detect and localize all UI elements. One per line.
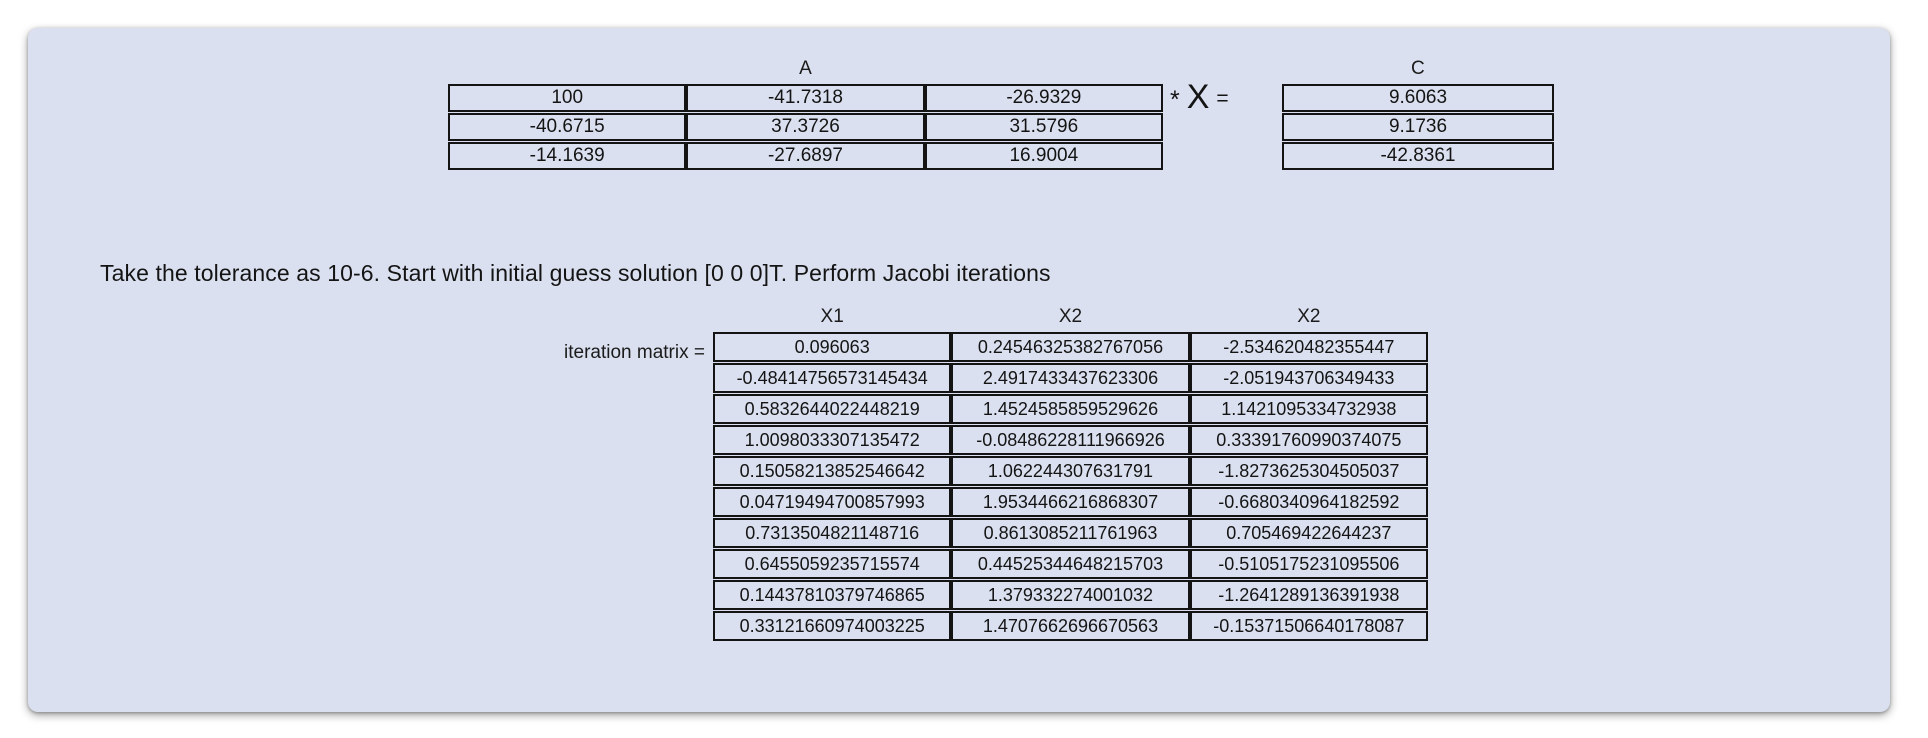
- iteration-cell: -0.08486228111966926: [951, 425, 1190, 455]
- matrix-a-block: A 100 -41.7318 -26.9329 -40.6715 37.3726…: [448, 58, 1163, 171]
- iteration-matrix-table: 0.096063 0.24546325382767056 -2.53462048…: [713, 331, 1428, 642]
- iteration-cell: 0.7313504821148716: [713, 518, 952, 548]
- matrix-c-cell: 9.1736: [1282, 113, 1554, 141]
- table-row: 0.6455059235715574 0.44525344648215703 -…: [713, 549, 1428, 579]
- matrix-a-cell: -27.6897: [686, 142, 925, 170]
- iteration-cell: -1.2641289136391938: [1189, 580, 1428, 610]
- iteration-cell: 0.33391760990374075: [1189, 425, 1428, 455]
- table-row: 1.0098033307135472 -0.08486228111966926 …: [713, 425, 1428, 455]
- equals-operator: =: [1216, 87, 1229, 110]
- table-row: -14.1639 -27.6897 16.9004: [448, 142, 1163, 170]
- matrix-a-cell: -14.1639: [448, 142, 687, 170]
- iteration-cell: 0.15058213852546642: [713, 456, 952, 486]
- iteration-cell: 1.4524585859529626: [951, 394, 1190, 424]
- iteration-cell: 1.0098033307135472: [713, 425, 952, 455]
- iteration-cell: -0.15371506640178087: [1189, 611, 1428, 641]
- iteration-cell: 1.4707662696670563: [951, 611, 1190, 641]
- table-row: 9.1736: [1282, 113, 1554, 141]
- multiply-operator: *: [1170, 86, 1180, 114]
- table-row: 0.04719494700857993 1.9534466216868307 -…: [713, 487, 1428, 517]
- matrix-a-cell: -26.9329: [924, 84, 1163, 112]
- matrix-a-cell: 37.3726: [686, 113, 925, 141]
- matrix-c-cell: 9.6063: [1282, 84, 1554, 112]
- iteration-cell: 1.379332274001032: [951, 580, 1190, 610]
- table-row: -42.8361: [1282, 142, 1554, 170]
- iteration-cell: 0.24546325382767056: [951, 332, 1190, 362]
- matrix-a-table: 100 -41.7318 -26.9329 -40.6715 37.3726 3…: [448, 83, 1163, 171]
- iteration-cell: 0.5832644022448219: [713, 394, 952, 424]
- table-row: 100 -41.7318 -26.9329: [448, 84, 1163, 112]
- iteration-cell: 1.1421095334732938: [1189, 394, 1428, 424]
- iteration-cell: 0.8613085211761963: [951, 518, 1190, 548]
- unknown-vector-x: X: [1186, 78, 1210, 116]
- column-header-x2: X2: [1058, 306, 1083, 327]
- iteration-cell: 1.062244307631791: [951, 456, 1190, 486]
- iteration-matrix-headers: X1 X2 X2: [713, 306, 1428, 328]
- equation-row: A 100 -41.7318 -26.9329 -40.6715 37.3726…: [28, 58, 1890, 203]
- iteration-cell: 1.9534466216868307: [951, 487, 1190, 517]
- table-row: 0.7313504821148716 0.8613085211761963 0.…: [713, 518, 1428, 548]
- matrix-c-table: 9.6063 9.1736 -42.8361: [1282, 83, 1554, 171]
- content-card: A 100 -41.7318 -26.9329 -40.6715 37.3726…: [28, 28, 1890, 712]
- iteration-cell: 0.33121660974003225: [713, 611, 952, 641]
- iteration-matrix-label: iteration matrix =: [564, 342, 705, 363]
- table-row: -0.48414756573145434 2.4917433437623306 …: [713, 363, 1428, 393]
- table-row: 0.33121660974003225 1.4707662696670563 -…: [713, 611, 1428, 641]
- iteration-cell: 0.096063: [713, 332, 952, 362]
- matrix-a-cell: 100: [448, 84, 687, 112]
- column-header-x3: X2: [1297, 306, 1321, 327]
- iteration-cell: -0.5105175231095506: [1189, 549, 1428, 579]
- iteration-cell: 0.14437810379746865: [713, 580, 952, 610]
- table-row: 0.096063 0.24546325382767056 -2.53462048…: [713, 332, 1428, 362]
- table-row: 0.5832644022448219 1.4524585859529626 1.…: [713, 394, 1428, 424]
- table-row: 0.15058213852546642 1.062244307631791 -1…: [713, 456, 1428, 486]
- iteration-cell: -0.6680340964182592: [1189, 487, 1428, 517]
- iteration-matrix-table-holder: 0.096063 0.24546325382767056 -2.53462048…: [713, 331, 1428, 642]
- table-row: -40.6715 37.3726 31.5796: [448, 113, 1163, 141]
- iteration-cell: 0.705469422644237: [1189, 518, 1428, 548]
- table-row: 9.6063: [1282, 84, 1554, 112]
- matrix-c-cell: -42.8361: [1282, 142, 1554, 170]
- matrix-a-cell: 31.5796: [924, 113, 1163, 141]
- equation-operators: * X =: [1170, 80, 1229, 114]
- matrix-a-cell: -41.7318: [686, 84, 925, 112]
- matrix-a-label: A: [799, 58, 812, 79]
- iteration-cell: -2.534620482355447: [1189, 332, 1428, 362]
- matrix-a-cell: 16.9004: [924, 142, 1163, 170]
- column-header-x1: X1: [820, 306, 844, 327]
- matrix-c-block: C 9.6063 9.1736 -42.8361: [1282, 58, 1554, 171]
- problem-statement: Take the tolerance as 10-6. Start with i…: [100, 260, 1051, 286]
- iteration-cell: 0.44525344648215703: [951, 549, 1190, 579]
- matrix-c-label: C: [1411, 58, 1425, 79]
- iteration-cell: 0.6455059235715574: [713, 549, 952, 579]
- iteration-cell: 2.4917433437623306: [951, 363, 1190, 393]
- iteration-cell: 0.04719494700857993: [713, 487, 952, 517]
- matrix-a-cell: -40.6715: [448, 113, 687, 141]
- table-row: 0.14437810379746865 1.379332274001032 -1…: [713, 580, 1428, 610]
- iteration-cell: -0.48414756573145434: [713, 363, 952, 393]
- iteration-cell: -2.051943706349433: [1189, 363, 1428, 393]
- iteration-cell: -1.8273625304505037: [1189, 456, 1428, 486]
